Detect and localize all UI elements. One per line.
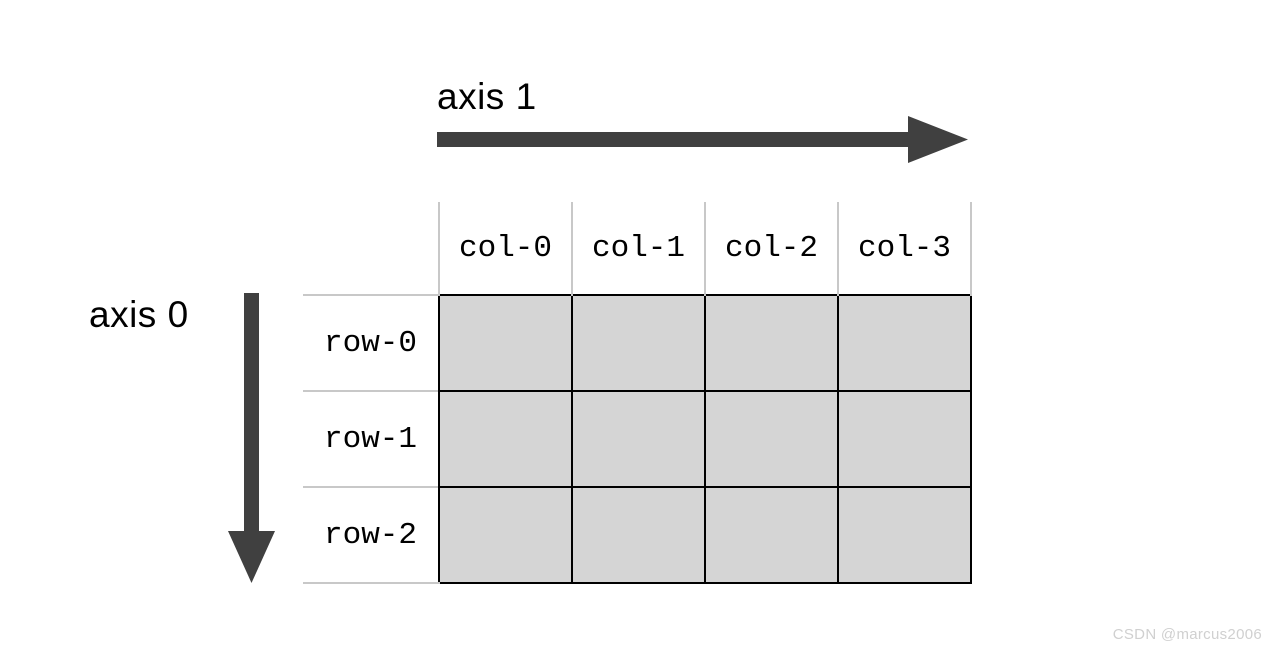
- cell-r0-c1: [571, 294, 706, 392]
- table-head: col-0 col-1 col-2 col-3: [303, 202, 972, 295]
- cell-r1-c3: [837, 390, 972, 488]
- array-table: col-0 col-1 col-2 col-3 row-0 row-1: [303, 202, 972, 584]
- axis-1-label: axis 1: [437, 76, 537, 117]
- table-row: row-1: [303, 390, 972, 488]
- column-header-col-0: col-0: [438, 202, 573, 295]
- cell-r2-c0: [438, 486, 573, 584]
- table-row: row-2: [303, 486, 972, 584]
- cell-r0-c3: [837, 294, 972, 392]
- cell-r1-c0: [438, 390, 573, 488]
- arrow-right-icon: [437, 116, 968, 163]
- table-body: row-0 row-1 row-2: [303, 294, 972, 584]
- arrow-down-icon: [228, 293, 275, 583]
- column-header-col-1: col-1: [572, 202, 706, 295]
- row-header-row-2: row-2: [303, 486, 439, 584]
- column-header-col-3: col-3: [838, 202, 972, 295]
- axis-0-label: axis 0: [89, 294, 189, 335]
- cell-r0-c0: [438, 294, 573, 392]
- cell-r2-c1: [571, 486, 706, 584]
- cell-r0-c2: [704, 294, 839, 392]
- header-row: col-0 col-1 col-2 col-3: [303, 202, 972, 295]
- column-header-col-2: col-2: [705, 202, 839, 295]
- cell-r1-c2: [704, 390, 839, 488]
- cell-r2-c2: [704, 486, 839, 584]
- cell-r2-c3: [837, 486, 972, 584]
- array-grid: col-0 col-1 col-2 col-3 row-0 row-1: [303, 202, 972, 584]
- watermark-text: CSDN @marcus2006: [1112, 626, 1262, 643]
- corner-spacer-cell: [303, 202, 439, 295]
- cell-r1-c1: [571, 390, 706, 488]
- row-header-row-1: row-1: [303, 390, 439, 487]
- row-header-row-0: row-0: [303, 294, 439, 391]
- table-row: row-0: [303, 294, 972, 392]
